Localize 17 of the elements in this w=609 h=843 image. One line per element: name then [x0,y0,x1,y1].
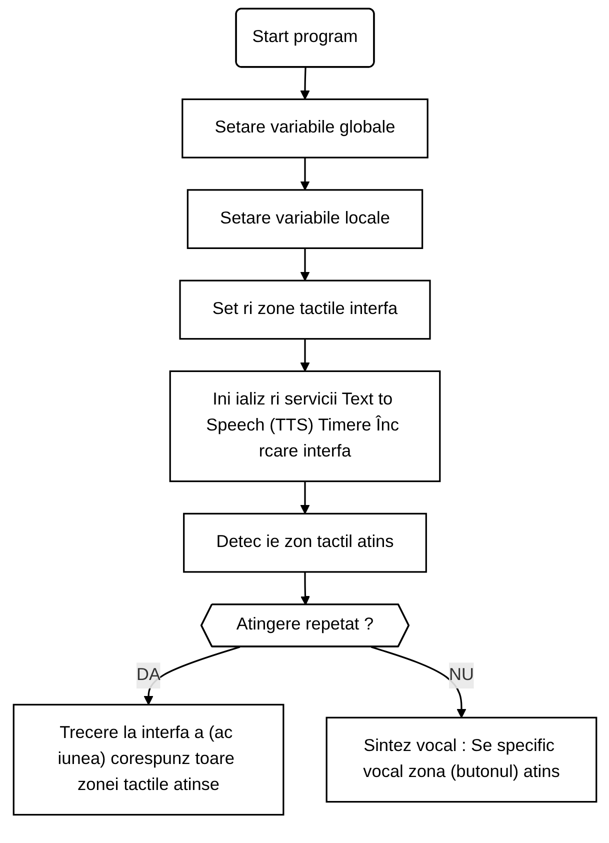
arrow [143,646,240,706]
arrow [300,67,310,100]
node-box: Setare variabile locale [186,189,423,249]
node-box: Trecere la interfa a (ac iunea) corespunz toare zonei tactile atinse [12,704,284,816]
edge-label: NU [448,666,474,684]
arrow [300,572,310,606]
edge-label: DA [136,666,160,684]
node-box: Set ri zone tactile interfa [178,280,430,340]
arrow [300,481,310,514]
node-box: Detec ie zon tactil atins [182,512,426,573]
node-box: Ini ializ ri servicii Text to Speech (TTS) Timere Înc rcare interfa [168,370,440,482]
arrow [300,248,310,281]
arrow [300,338,310,372]
node-box: Sintez vocal : Se specific vocal zona (butonul) atins [325,716,597,803]
arrow [300,158,310,190]
arrow [370,646,466,718]
node-box: Setare variabile globale [181,98,428,158]
